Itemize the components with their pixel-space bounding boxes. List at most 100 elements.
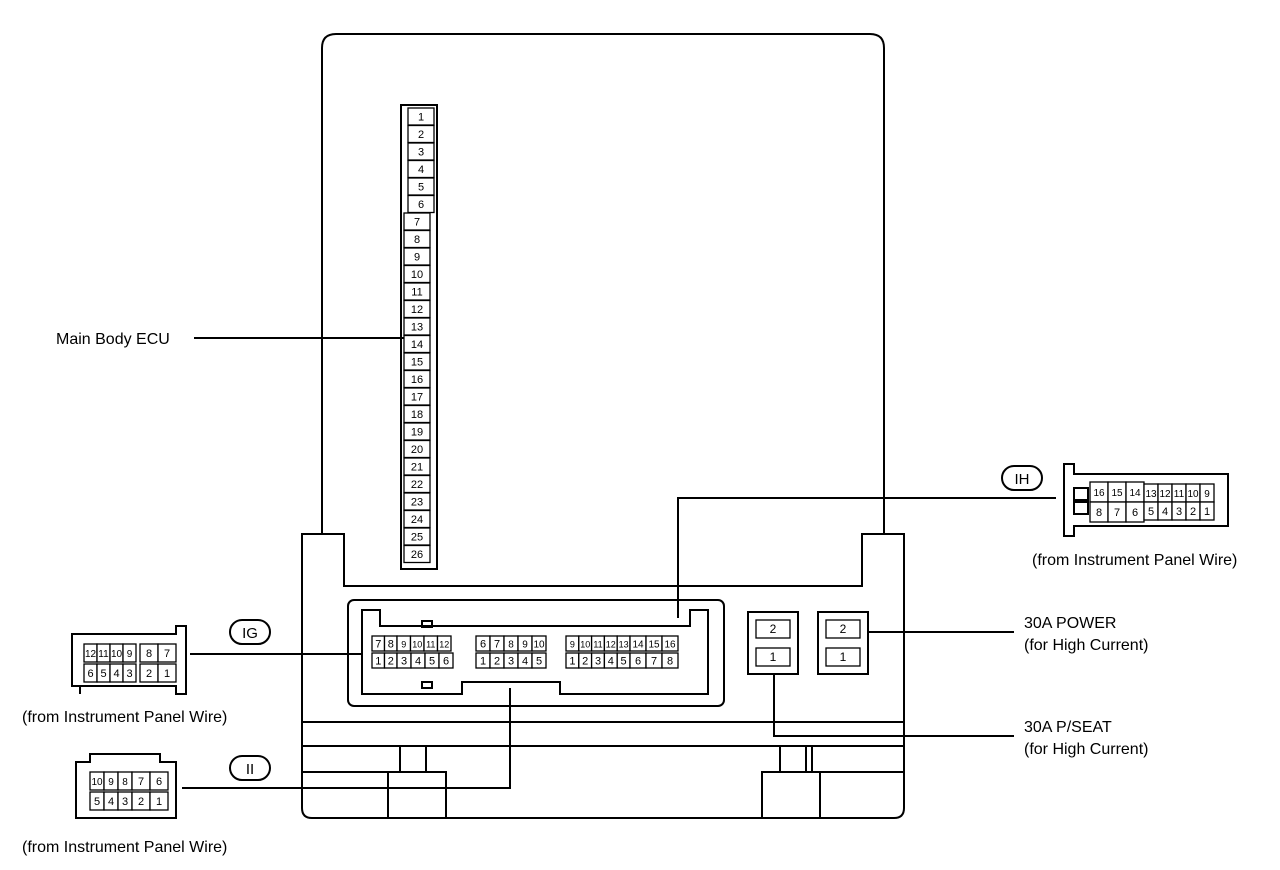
svg-text:7: 7	[138, 776, 144, 788]
svg-text:3: 3	[126, 668, 132, 680]
svg-text:3: 3	[1176, 506, 1182, 518]
ig-bot-3: 3	[122, 663, 137, 683]
jb-g1-bot-6: 6	[438, 652, 454, 669]
svg-text:5: 5	[418, 182, 424, 194]
ecu-pin-23: 23	[403, 492, 431, 511]
svg-text:3: 3	[418, 147, 424, 159]
svg-text:9: 9	[570, 640, 575, 650]
svg-text:3: 3	[595, 656, 601, 668]
svg-text:16: 16	[411, 374, 423, 386]
ecu-pin-18: 18	[403, 404, 431, 424]
label-power-line2: (for High Current)	[1024, 637, 1148, 654]
svg-text:1: 1	[375, 656, 381, 668]
svg-text:10: 10	[91, 777, 103, 788]
jb-g3-top-10: 10	[578, 635, 593, 652]
svg-text:9: 9	[401, 640, 406, 650]
svg-text:1: 1	[840, 650, 847, 664]
tag-ih-oval	[1001, 465, 1043, 491]
jb-g1-top-7: 7	[371, 635, 386, 652]
block-foot-left-2	[388, 771, 447, 818]
jb-g1-top-12: 12	[436, 635, 452, 652]
tag-ii-oval	[229, 755, 271, 781]
svg-text:9: 9	[127, 649, 133, 660]
jb-g2-bot-3: 3	[503, 652, 519, 669]
label-ig-from: (from Instrument Panel Wire)	[22, 709, 227, 726]
svg-text:14: 14	[411, 339, 423, 351]
svg-text:8: 8	[508, 640, 514, 651]
ih-top-9: 9	[1199, 483, 1215, 503]
relay-power-pin-2: 2	[825, 619, 861, 639]
ig-top-11: 11	[96, 643, 111, 663]
svg-text:19: 19	[411, 427, 423, 439]
svg-text:1: 1	[418, 112, 424, 124]
jb-g2-bot-5: 5	[531, 652, 547, 669]
svg-text:13: 13	[1145, 489, 1157, 500]
ii-top-8: 8	[117, 771, 133, 791]
svg-text:5: 5	[429, 656, 435, 668]
svg-text:4: 4	[418, 164, 424, 176]
svg-text:11: 11	[98, 649, 109, 660]
jb-g3-top-12: 12	[603, 635, 618, 652]
svg-text:2: 2	[494, 656, 500, 668]
svg-text:6: 6	[418, 199, 424, 211]
svg-text:8: 8	[122, 777, 128, 788]
jb-g3-botbig-7: 7	[645, 652, 663, 669]
ii-top-10: 10	[89, 771, 105, 791]
svg-text:26: 26	[411, 549, 423, 561]
ih-top-11: 11	[1171, 483, 1187, 503]
svg-text:10: 10	[411, 269, 423, 281]
svg-text:10: 10	[412, 640, 422, 650]
jb-g2-bot-2: 2	[489, 652, 505, 669]
svg-text:12: 12	[439, 640, 449, 650]
jb-g2-top-8: 8	[503, 635, 519, 652]
jb-g3-bot-4: 4	[603, 652, 618, 669]
svg-text:11: 11	[1174, 489, 1185, 500]
svg-text:22: 22	[411, 479, 423, 491]
svg-text:24: 24	[411, 514, 423, 526]
ecu-pin-strip-frame	[400, 104, 438, 570]
svg-text:4: 4	[113, 668, 119, 680]
ii-bot-1: 1	[149, 791, 169, 811]
svg-text:1: 1	[164, 668, 170, 680]
jb-g3-top-13: 13	[616, 635, 631, 652]
svg-text:10: 10	[1187, 489, 1199, 500]
jb-g3-bot-2: 2	[578, 652, 593, 669]
ecu-pin-14: 14	[403, 334, 431, 354]
ecu-pin-17: 17	[403, 387, 431, 406]
block-notch-right	[779, 745, 807, 773]
tag-ig: IG	[242, 625, 258, 642]
tag-ig-oval	[229, 619, 271, 645]
svg-text:11: 11	[411, 287, 422, 299]
ecu-pin-24: 24	[403, 509, 431, 529]
ecu-pin-2: 2	[407, 124, 435, 144]
jb-g1-top-8: 8	[383, 635, 398, 652]
relay-pseat-pin-2: 2	[755, 619, 791, 639]
ig-top-7: 7	[157, 643, 177, 663]
svg-text:9: 9	[414, 252, 420, 264]
label-power-line1: 30A POWER	[1024, 615, 1116, 632]
jb-latch-top	[421, 620, 433, 628]
leader-ih	[677, 497, 1056, 618]
label-ii-from: (from Instrument Panel Wire)	[22, 839, 227, 856]
ii-bot-4: 4	[103, 791, 119, 811]
svg-text:8: 8	[414, 234, 420, 246]
block-foot-left	[302, 771, 389, 818]
ih-top-13: 13	[1143, 483, 1159, 503]
ecu-pin-16: 16	[403, 369, 431, 389]
svg-text:7: 7	[651, 656, 657, 668]
relay-power-housing	[817, 611, 869, 675]
ig-bot-5: 5	[96, 663, 111, 683]
svg-text:2: 2	[582, 656, 588, 668]
jb-g3-topbig-15: 15	[645, 635, 663, 652]
jb-g1-bot-2: 2	[383, 652, 398, 669]
ecu-pin-20: 20	[403, 439, 431, 459]
jb-g3-top-11: 11	[590, 635, 606, 652]
jb-g3-botbig-6: 6	[629, 652, 647, 669]
ih-bot-7: 7	[1107, 501, 1127, 523]
jb-g2-bot-1: 1	[475, 652, 491, 669]
tag-ih: IH	[1015, 471, 1030, 488]
svg-text:14: 14	[632, 640, 644, 651]
label-pseat-line1: 30A P/SEAT	[1024, 719, 1112, 736]
svg-text:14: 14	[1129, 488, 1141, 499]
